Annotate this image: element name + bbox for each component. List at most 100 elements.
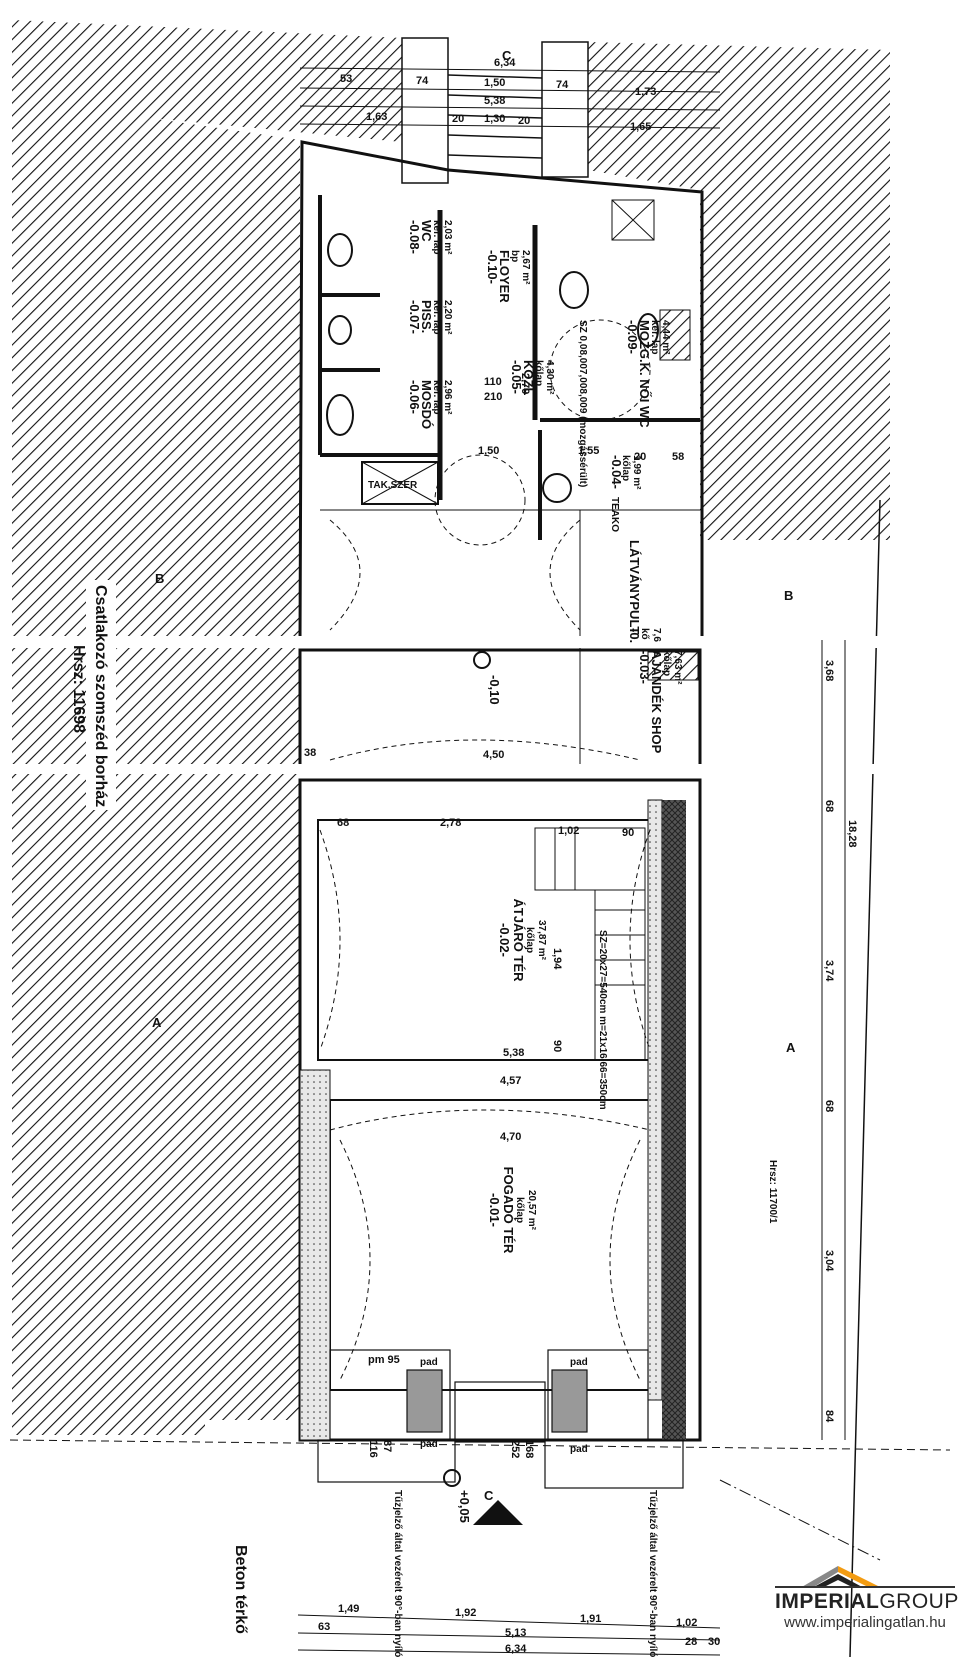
room-floor: kő <box>639 628 650 640</box>
interior-stair <box>534 827 646 1061</box>
dim-label: 1,91 <box>580 1613 601 1625</box>
section-b-right: B <box>784 588 793 603</box>
section-arrow-icon <box>473 1500 523 1525</box>
room-name: MOSDÓ <box>419 380 434 429</box>
dim-label: 5,13 <box>505 1627 526 1639</box>
dim-label: 90 <box>622 827 634 839</box>
room-label-noi-wc: -0.09- MOZG.K. NŐI WC ker. lap 4,44 m² S… <box>577 320 671 487</box>
room-code: -0.07- <box>407 300 422 334</box>
dim-label: 1,49 <box>338 1603 359 1615</box>
pad-label: pad <box>420 1439 438 1450</box>
logo-name-bold: IMPERIAL <box>775 1590 880 1613</box>
shaft-cross <box>611 199 655 241</box>
room-name: AJÁNDÉK SHOP <box>649 650 664 754</box>
room-name: PISS. <box>419 300 434 333</box>
room-label-shop: -0.03- AJÁNDÉK SHOP kőlap 7,63 m² <box>637 650 683 754</box>
dim-label: 252 <box>509 1440 521 1458</box>
room-floor: kőlap <box>514 1197 525 1223</box>
room-area: 4,44 m² <box>660 320 671 355</box>
right-hrsz-text: Hrsz: 11700/1 <box>767 1160 778 1224</box>
pad-label: pad <box>570 1444 588 1455</box>
room-area: 2,96 m² <box>442 380 453 415</box>
stair-text: SZ=20x27=540cm m=21x16,66=350cm <box>597 930 608 1110</box>
room-label-floyer: -0.10- FLOYER bp 2,67 m² <box>485 250 531 303</box>
neighbor-hatch-top-left <box>12 20 402 260</box>
property-line <box>9 1439 951 1451</box>
logo-url: www.imperialingatlan.hu <box>784 1614 946 1631</box>
paving-label: Beton térkő <box>232 1545 249 1634</box>
room-name: ÁTJÁRÓ TÉR <box>511 898 526 982</box>
dim-label: pm 95 <box>368 1354 400 1366</box>
neighbor-hatch-top-right <box>588 42 890 540</box>
room-name: KÖZL <box>521 360 536 395</box>
dim-label: 5,38 <box>484 95 505 107</box>
dim-label: 1,50 <box>478 445 499 457</box>
dim-label: 168 <box>523 1440 535 1458</box>
dim-label: 74 <box>416 75 429 87</box>
door-note: Tűzjelző által vezérelt 90°-ban nyíló ab… <box>392 1490 403 1657</box>
room-floor: kőlap <box>524 927 535 953</box>
dim-label: 68 <box>823 800 835 812</box>
dim-label: 116 <box>367 1440 379 1458</box>
room-floor: ker. lap <box>649 320 660 354</box>
dim-label: 1,65 <box>630 121 651 133</box>
dim-label: 3,74 <box>823 960 835 982</box>
neighbor-hatch-left <box>12 118 300 1435</box>
room-area: 2,20 m² <box>442 300 453 335</box>
room-area: 4,30 m² <box>544 360 555 395</box>
dim-label: 4,70 <box>500 1131 521 1143</box>
section-a-right: A <box>786 1040 796 1055</box>
dim-label: 2,78 <box>440 817 461 829</box>
room-code: -0.03- <box>637 650 652 684</box>
room-code: -0. <box>627 628 642 643</box>
room-name: WC <box>419 220 434 242</box>
room-area: 1,99 m² <box>631 455 642 490</box>
room-area: 2,03 m² <box>442 220 453 255</box>
room-name: FOGADÓ TÉR <box>501 1167 516 1254</box>
sanitary-fixtures <box>326 233 659 503</box>
room-label-latvanypult: LÁTVÁNYPULT -0. kő 7,6 <box>627 540 662 643</box>
boundary-line <box>849 499 881 1657</box>
room-floor: kőlap <box>533 360 544 386</box>
room-area: 2,67 m² <box>520 250 531 285</box>
dim-label: 3,04 <box>823 1250 835 1272</box>
dim-label: 63 <box>318 1621 330 1633</box>
room-floor: bp <box>509 250 520 262</box>
dim-label: 1,94 <box>551 948 563 970</box>
room-code: -0.01- <box>487 1193 502 1227</box>
door-note-text: Tűzjelző által vezérelt 90°-ban nyíló ab… <box>647 1490 658 1657</box>
dim-label: 74 <box>556 79 569 91</box>
right-wall-stipple <box>647 799 663 1401</box>
dim-label: 68 <box>337 817 349 829</box>
room-label-kozl: -0.05- KÖZL kőlap 4,30 m² <box>509 360 555 395</box>
hatched-column <box>659 309 691 361</box>
section-b-left: B <box>155 571 164 586</box>
room-floor: ker. lap <box>431 220 442 254</box>
dim-label: 28 <box>685 1636 697 1648</box>
tank-label: TAK.SZER <box>368 480 418 491</box>
imperial-logo-roof-icon <box>800 1566 882 1588</box>
door-note-text: Tűzjelző által vezérelt 90°-ban nyíló ab… <box>392 1490 403 1657</box>
room-code: -0.10- <box>485 250 500 284</box>
room-name: FLOYER <box>497 250 512 303</box>
room-code: -0.02- <box>497 923 512 957</box>
dim-label: 1,73 <box>635 86 656 98</box>
level-text: +0,05 <box>457 1490 472 1523</box>
neighbor-label: Csatlakozó szomszéd borház Hrsz: 11698 <box>70 585 109 807</box>
dim-label: 4,57 <box>500 1075 521 1087</box>
dim-label: 20 <box>518 115 530 127</box>
dim-label: 4,50 <box>483 749 504 761</box>
dim-label: 58 <box>672 451 684 463</box>
section-c-bottom: C <box>484 1488 494 1503</box>
dim-label: 90 <box>551 1040 563 1052</box>
section-c-top: C <box>502 48 512 63</box>
room-area: 20,57 m² <box>526 1190 537 1231</box>
dim-label: 6,34 <box>505 1643 527 1655</box>
dim-label: 1,55 <box>578 445 599 457</box>
paper-seam <box>0 636 960 648</box>
room-label-wc: -0.08- WC ker. lap 2,03 m² <box>407 220 453 255</box>
room-area: 7,6 <box>651 628 662 642</box>
top-dimensions <box>299 67 721 129</box>
section-a-left: A <box>152 1015 162 1030</box>
